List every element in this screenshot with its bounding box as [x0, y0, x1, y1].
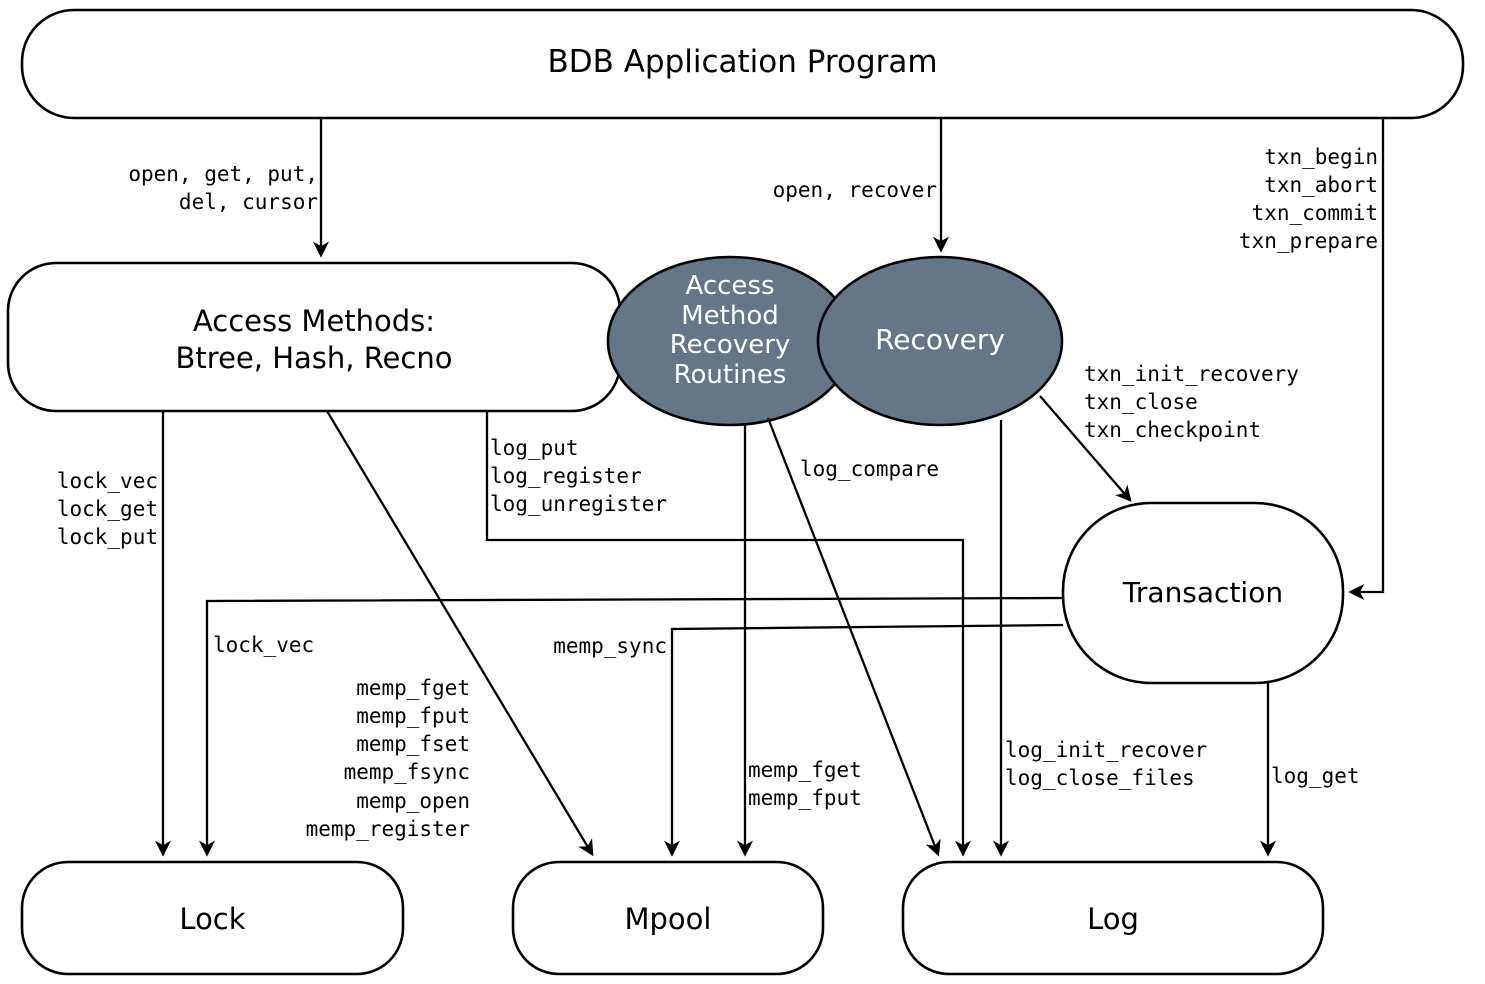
- node-app-shape: [20, 8, 1465, 120]
- node-log-shape: [901, 860, 1325, 976]
- edge-app-to-transaction: [1348, 118, 1385, 601]
- node-access-methods-shape: [6, 261, 622, 413]
- edge-access-to-mpool: [326, 410, 594, 857]
- edge-transaction-to-lock: [198, 596, 1064, 857]
- node-am-recovery-shape: [606, 255, 854, 427]
- node-mpool-shape: [511, 860, 825, 976]
- edge-transaction-to-mpool: [663, 623, 1064, 857]
- edge-access-to-log: [485, 411, 972, 857]
- node-lock-shape: [20, 860, 405, 976]
- edge-amrecovery-to-log: [766, 417, 941, 857]
- node-recovery-shape: [816, 255, 1064, 427]
- node-transaction-shape: [1061, 501, 1345, 685]
- edge-recovery-to-transaction: [1039, 395, 1132, 503]
